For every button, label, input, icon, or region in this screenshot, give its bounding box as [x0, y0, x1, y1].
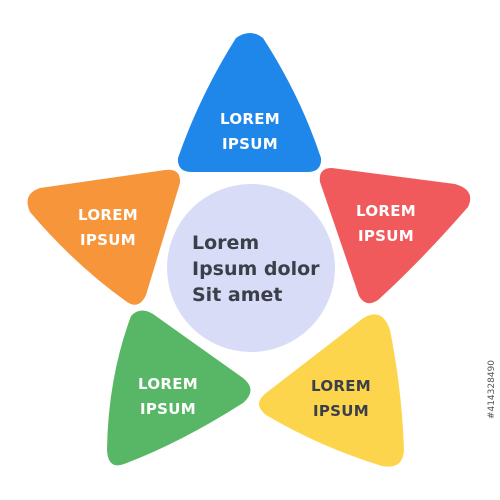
- segment-left-shape: [27, 169, 181, 305]
- segment-right: LOREM IPSUM: [319, 168, 471, 304]
- segment-left: LOREM IPSUM: [27, 169, 181, 305]
- center-node: Lorem Ipsum dolor Sit amet: [167, 184, 335, 352]
- segment-left-line2: IPSUM: [80, 231, 136, 249]
- center-line3: Sit amet: [192, 284, 282, 306]
- segment-bottom-left-line2: IPSUM: [140, 400, 196, 418]
- segment-bottom-left-line1: LOREM: [138, 375, 198, 393]
- segment-bottom-left: LOREM IPSUM: [107, 310, 251, 466]
- segment-bottom-right: LOREM IPSUM: [259, 314, 404, 467]
- center-circle: [167, 184, 335, 352]
- segment-bottom-right-line1: LOREM: [311, 377, 371, 395]
- segment-top-line2: IPSUM: [222, 135, 278, 153]
- segment-left-line1: LOREM: [78, 206, 138, 224]
- segment-right-line2: IPSUM: [358, 227, 414, 245]
- segment-top: LOREM IPSUM: [177, 33, 322, 172]
- center-line2: Ipsum dolor: [192, 258, 320, 280]
- segment-bottom-right-line2: IPSUM: [313, 402, 369, 420]
- segment-top-shape: [177, 33, 322, 172]
- segment-bottom-right-shape: [259, 314, 404, 467]
- segment-right-shape: [319, 168, 471, 304]
- segment-right-line1: LOREM: [356, 202, 416, 220]
- watermark-id: #414328490: [487, 360, 497, 420]
- segment-top-line1: LOREM: [220, 110, 280, 128]
- center-line1: Lorem: [192, 232, 259, 254]
- segment-bottom-left-shape: [107, 310, 251, 466]
